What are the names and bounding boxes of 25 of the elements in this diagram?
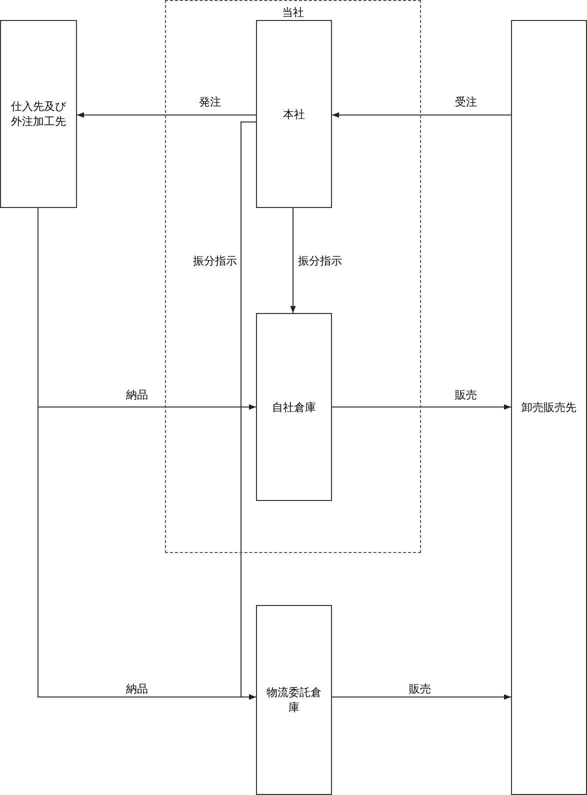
edge-label: 販売	[407, 682, 433, 696]
edge-label: 納品	[124, 388, 150, 402]
process-box	[511, 20, 587, 795]
arrow	[290, 208, 296, 314]
edge-label: 振分指示	[191, 254, 239, 268]
edge-label: 納品	[124, 682, 150, 696]
edge-label: 発注	[197, 94, 223, 110]
arrow	[332, 694, 512, 700]
process-box	[256, 605, 332, 795]
node-label: 仕入先及び外注加工先	[10, 99, 67, 129]
arrow	[332, 112, 512, 118]
node-label: 卸売販売先	[522, 400, 576, 415]
group-title: 当社	[282, 5, 304, 20]
process-box	[0, 20, 77, 208]
node-label: 自社倉庫	[272, 400, 316, 414]
edge-label: 受注	[453, 94, 479, 110]
edge-label: 販売	[453, 388, 479, 402]
process-box	[256, 20, 332, 208]
node-label: 本社	[283, 106, 305, 122]
group-frame	[165, 0, 421, 553]
node-label: 物流委託倉庫	[266, 685, 322, 715]
arrow	[76, 112, 256, 118]
edge-label: 振分指示	[296, 254, 344, 268]
arrow	[332, 404, 512, 410]
process-box	[256, 313, 332, 501]
